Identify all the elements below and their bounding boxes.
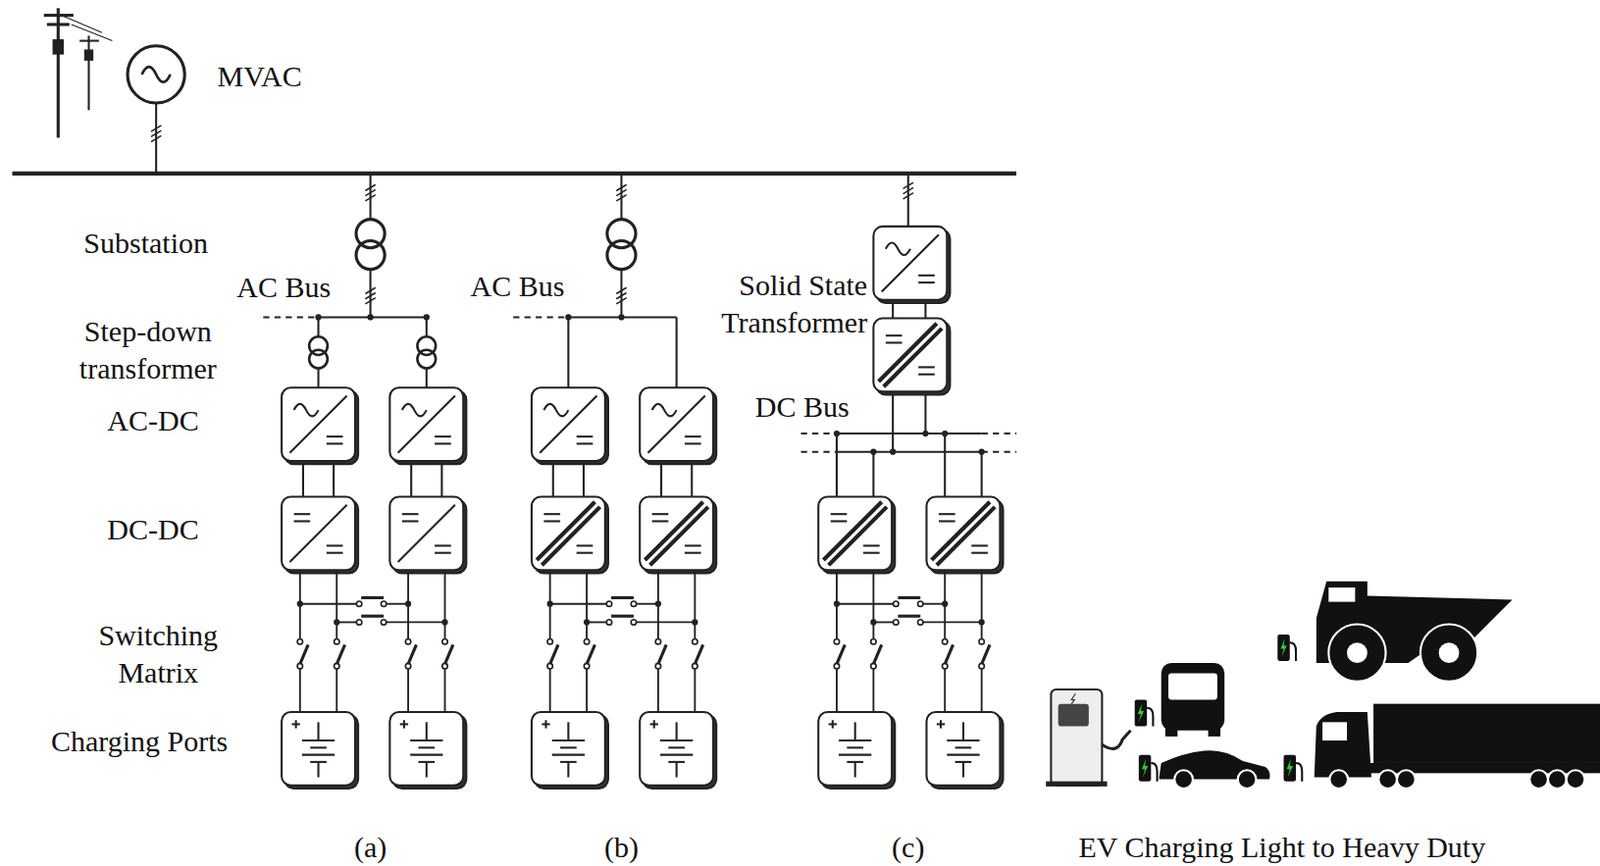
text-label: DC Bus (755, 388, 850, 426)
text-label: AC-DC (106, 402, 199, 440)
text-label: EV Charging Light to Heavy Duty (1078, 828, 1486, 866)
mvac-bus (11, 171, 1017, 176)
utility-poles (44, 7, 113, 138)
text-label: Substation (83, 224, 208, 262)
text-label: (a) (354, 828, 387, 866)
text-label: Switching Matrix (69, 617, 247, 691)
text-label: Solid State Transformer (692, 266, 868, 341)
text-label: AC Bus (236, 268, 331, 307)
text-label: (b) (604, 828, 639, 866)
text-label: MVAC (217, 57, 303, 96)
text-label: (c) (891, 828, 925, 866)
text-label: DC-DC (106, 511, 199, 549)
vehicles-illustration (1045, 581, 1600, 789)
text-label: Charging Ports (51, 722, 228, 761)
generator-symbol (127, 46, 185, 174)
text-label: Step-down transformer (59, 312, 237, 387)
text-label: AC Bus (470, 267, 566, 306)
